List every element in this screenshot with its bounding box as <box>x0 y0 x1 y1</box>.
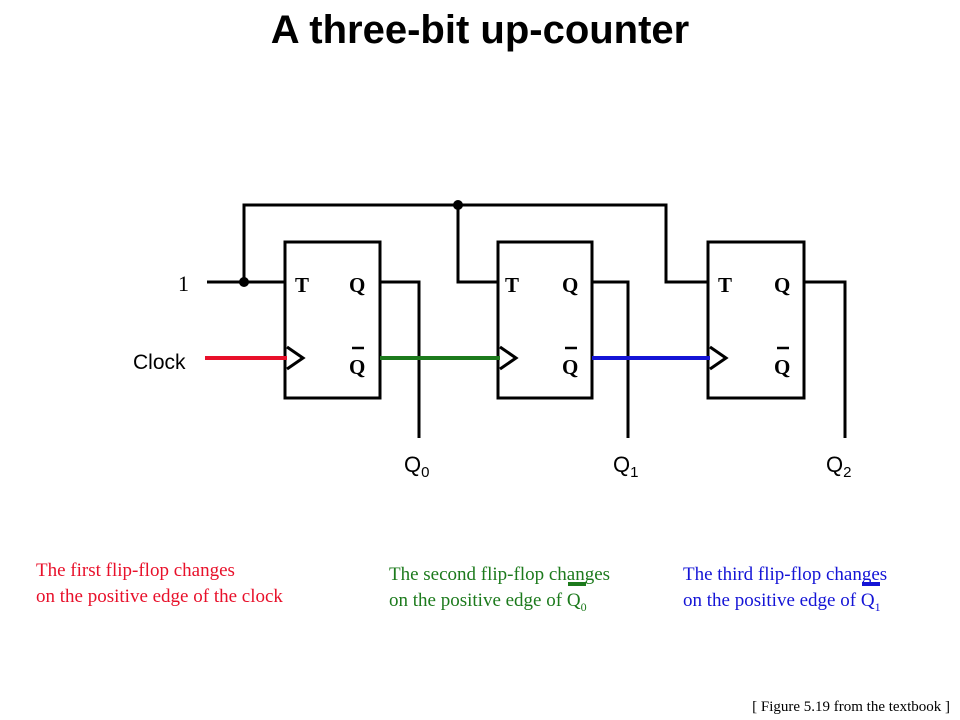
ff0-t-label: T <box>295 273 309 297</box>
third-note-prefix: on the positive edge of <box>683 590 861 611</box>
first-note-line2: on the positive edge of the clock <box>36 586 283 607</box>
output-q1-label: Q1 <box>613 452 638 481</box>
ff2-t-label: T <box>718 273 732 297</box>
third-note-line2: on the positive edge of Q1 <box>683 582 887 620</box>
flipflop-1-box <box>496 240 594 400</box>
page-title: A three-bit up-counter <box>270 8 690 52</box>
clock-triangle-2 <box>709 345 729 371</box>
black-wiring <box>207 203 847 438</box>
third-note-qbar-symbol: Q1 <box>861 582 881 620</box>
input-one-label: 1 <box>178 271 189 296</box>
ff1-qbar-label: Q <box>562 355 578 379</box>
second-note-qbar-symbol: Q0 <box>567 582 587 620</box>
junction-dot-top <box>453 200 463 210</box>
clock-triangle-0 <box>286 345 306 371</box>
output-q2-label: Q2 <box>826 452 851 481</box>
second-note-prefix: on the positive edge of <box>389 590 567 611</box>
flipflop-0-box <box>283 240 382 400</box>
ff0-q-label: Q <box>349 273 365 297</box>
first-flipflop-note: The first flip-flop changes on the posit… <box>36 558 283 610</box>
flipflop-2-box <box>706 240 806 400</box>
ff1-q-label: Q <box>562 273 578 297</box>
junction-dot-input <box>239 277 249 287</box>
ff0-qbar-label: Q <box>349 355 365 379</box>
third-note-line1: The third flip-flop changes <box>683 564 888 585</box>
second-note-line2: on the positive edge of Q0 <box>389 582 610 620</box>
second-note-line1: The second flip-flop changes <box>389 564 611 585</box>
ff2-q-label: Q <box>774 273 790 297</box>
clock-triangle-1 <box>499 345 519 371</box>
ff1-t-label: T <box>505 273 519 297</box>
output-q0-label: Q0 <box>404 452 429 481</box>
ff2-qbar-label: Q <box>774 355 790 379</box>
third-flipflop-note: The third flip-flop changes on the posit… <box>683 562 887 620</box>
second-flipflop-note: The second flip-flop changes on the posi… <box>389 562 610 620</box>
figure-caption: [ Figure 5.19 from the textbook ] <box>752 699 950 715</box>
clock-label: Clock <box>133 351 186 374</box>
first-note-line1: The first flip-flop changes <box>36 560 235 581</box>
